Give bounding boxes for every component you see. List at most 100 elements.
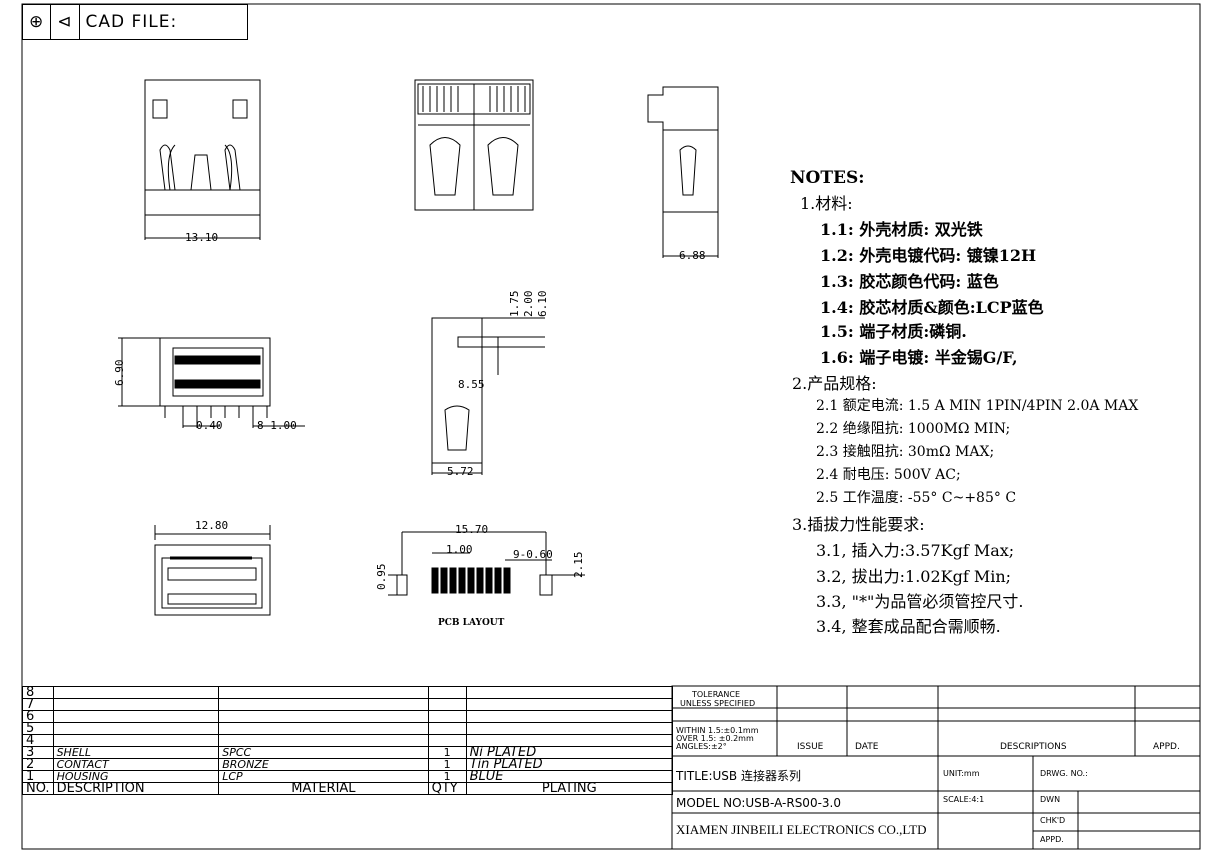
bom-row: 6: [22, 710, 674, 723]
bom-cell-desc: [52, 722, 220, 735]
note-3-1: 3.1, 插入力:3.57Kgf Max;: [816, 541, 1015, 560]
bom-cell-plating: [465, 710, 674, 723]
note-section-2: 2.产品规格:: [792, 374, 877, 393]
bom-cell-qty: 1: [427, 758, 467, 771]
tolerance-over: OVER 1.5: ±0.2mm: [676, 734, 754, 743]
dim-9-0-60: 9-0.60: [513, 548, 553, 561]
chkd-label: CHK'D: [1040, 816, 1066, 825]
scale-label: SCALE:4:1: [943, 795, 985, 804]
model-no: MODEL NO:USB-A-RS00-3.0: [676, 796, 841, 810]
tolerance-angles: ANGLES:±2°: [676, 742, 727, 751]
bom-cell-plating: Tin PLATED: [465, 758, 674, 771]
bom-header-qty: QTY: [427, 782, 467, 795]
bom-cell-qty: [427, 734, 467, 747]
note-1-3: 1.3: 胶芯颜色代码: 蓝色: [820, 272, 999, 291]
bom-cell-plating: [465, 722, 674, 735]
bottom-view: [118, 337, 305, 428]
bom-row: 8: [22, 686, 674, 699]
projection-symbol-icon: ⊲: [51, 5, 80, 39]
note-section-3: 3.插拔力性能要求:: [792, 515, 925, 534]
descriptions-label: DESCRIPTIONS: [1000, 742, 1067, 752]
pcb-layout-label: PCB LAYOUT: [438, 618, 505, 628]
bom-cell-material: SPCC: [218, 746, 429, 759]
bom-cell-material: [218, 698, 429, 711]
bom-cell-desc: [52, 686, 220, 699]
tolerance-within: WITHIN 1.5:±0.1mm: [676, 726, 759, 735]
dim-1-75: 1.75: [508, 290, 521, 318]
bom-cell-qty: [427, 710, 467, 723]
bom-header-plating: PLATING: [465, 782, 674, 795]
note-1-5: 1.5: 端子材质:磷铜.: [820, 322, 967, 341]
dim-2-00: 2.00: [522, 290, 535, 318]
dim-8-55: 8.55: [458, 378, 485, 391]
bom-header-desc: DESCRIPTION: [52, 782, 220, 795]
unit-label: UNIT:mm: [943, 769, 980, 778]
unless-specified-label: UNLESS SPECIFIED: [680, 699, 756, 708]
bom-row: 7: [22, 698, 674, 711]
bom-header-row: NO. DESCRIPTION MATERIAL QTY PLATING: [22, 782, 674, 795]
bom-cell-material: [218, 734, 429, 747]
note-1-1: 1.1: 外壳材质: 双光铁: [820, 220, 983, 239]
note-2-3: 2.3 接触阻抗: 30mΩ MAX;: [816, 444, 995, 460]
notes-title: NOTES:: [790, 168, 865, 188]
bom-cell-material: [218, 710, 429, 723]
bom-cell-plating: Ni PLATED: [465, 746, 674, 759]
issue-label: ISSUE: [797, 742, 824, 752]
tolerance-label: TOLERANCE: [692, 690, 741, 699]
target-symbol-icon: ⊕: [23, 5, 52, 39]
bom-cell-qty: 1: [427, 746, 467, 759]
note-section-1: 1.材料:: [800, 194, 853, 213]
bom-cell-desc: [52, 710, 220, 723]
section-view: [431, 317, 545, 475]
dim-5-72: 5.72: [447, 465, 474, 478]
dwn-label: DWN: [1040, 795, 1061, 804]
bom-cell-desc: [52, 734, 220, 747]
note-2-5: 2.5 工作温度: -55° C~+85° C: [816, 490, 1017, 506]
bom-cell-qty: [427, 722, 467, 735]
dim-12-80: 12.80: [195, 519, 229, 532]
bom-cell-plating: [465, 686, 674, 699]
bom-cell-desc: CONTACT: [52, 758, 220, 771]
appd-signature-label: APPD.: [1040, 835, 1064, 844]
bom-cell-desc: [52, 698, 220, 711]
bom-row: 5: [22, 722, 674, 735]
front-view: [144, 79, 261, 240]
bom-header-mat: MATERIAL: [218, 782, 429, 795]
drawing-frame: [21, 3, 1201, 850]
dim-pin-width: 0.40: [196, 419, 223, 432]
appd-label: APPD.: [1153, 742, 1180, 752]
dim-width-front: 13.10: [185, 231, 219, 244]
bom-header-no: NO.: [22, 782, 54, 795]
dim-depth-side: 6.88: [679, 249, 706, 262]
dim-pin-pitch: 8-1.00: [257, 419, 297, 432]
cad-file-label: CAD FILE:: [85, 12, 178, 32]
bom-cell-qty: [427, 698, 467, 711]
dim-6-10: 6.10: [536, 290, 549, 318]
date-label: DATE: [855, 742, 879, 752]
opening-view: [154, 525, 271, 616]
bom-cell-plating: [465, 698, 674, 711]
note-3-3: 3.3, "*"为品管必须管控尺寸.: [816, 592, 1024, 611]
note-2-2: 2.2 绝缘阻抗: 1000MΩ MIN;: [816, 421, 1011, 437]
pcb-layout-view: [388, 531, 585, 596]
title-block-lines: [671, 685, 1201, 850]
dim-0-95: 0.95: [375, 563, 388, 591]
dim-2-15: 2.15: [572, 551, 585, 579]
top-view: [414, 79, 534, 211]
note-1-6: 1.6: 端子电镀: 半金锡G/F,: [820, 348, 1018, 367]
drawing-title: TITLE:USB 连接器系列: [676, 769, 801, 783]
bom-cell-qty: [427, 686, 467, 699]
dim-height-bottom: 6.90: [113, 359, 126, 387]
bom-cell-material: [218, 722, 429, 735]
drwg-no-label: DRWG. NO.:: [1040, 769, 1088, 778]
bom-cell-material: BRONZE: [218, 758, 429, 771]
dim-15-70: 15.70: [455, 523, 489, 536]
note-3-2: 3.2, 拔出力:1.02Kgf Min;: [816, 567, 1012, 586]
bom-cell-material: [218, 686, 429, 699]
cad-file-header: ⊕ ⊲ CAD FILE:: [22, 4, 249, 40]
note-2-4: 2.4 耐电压: 500V AC;: [816, 467, 961, 483]
